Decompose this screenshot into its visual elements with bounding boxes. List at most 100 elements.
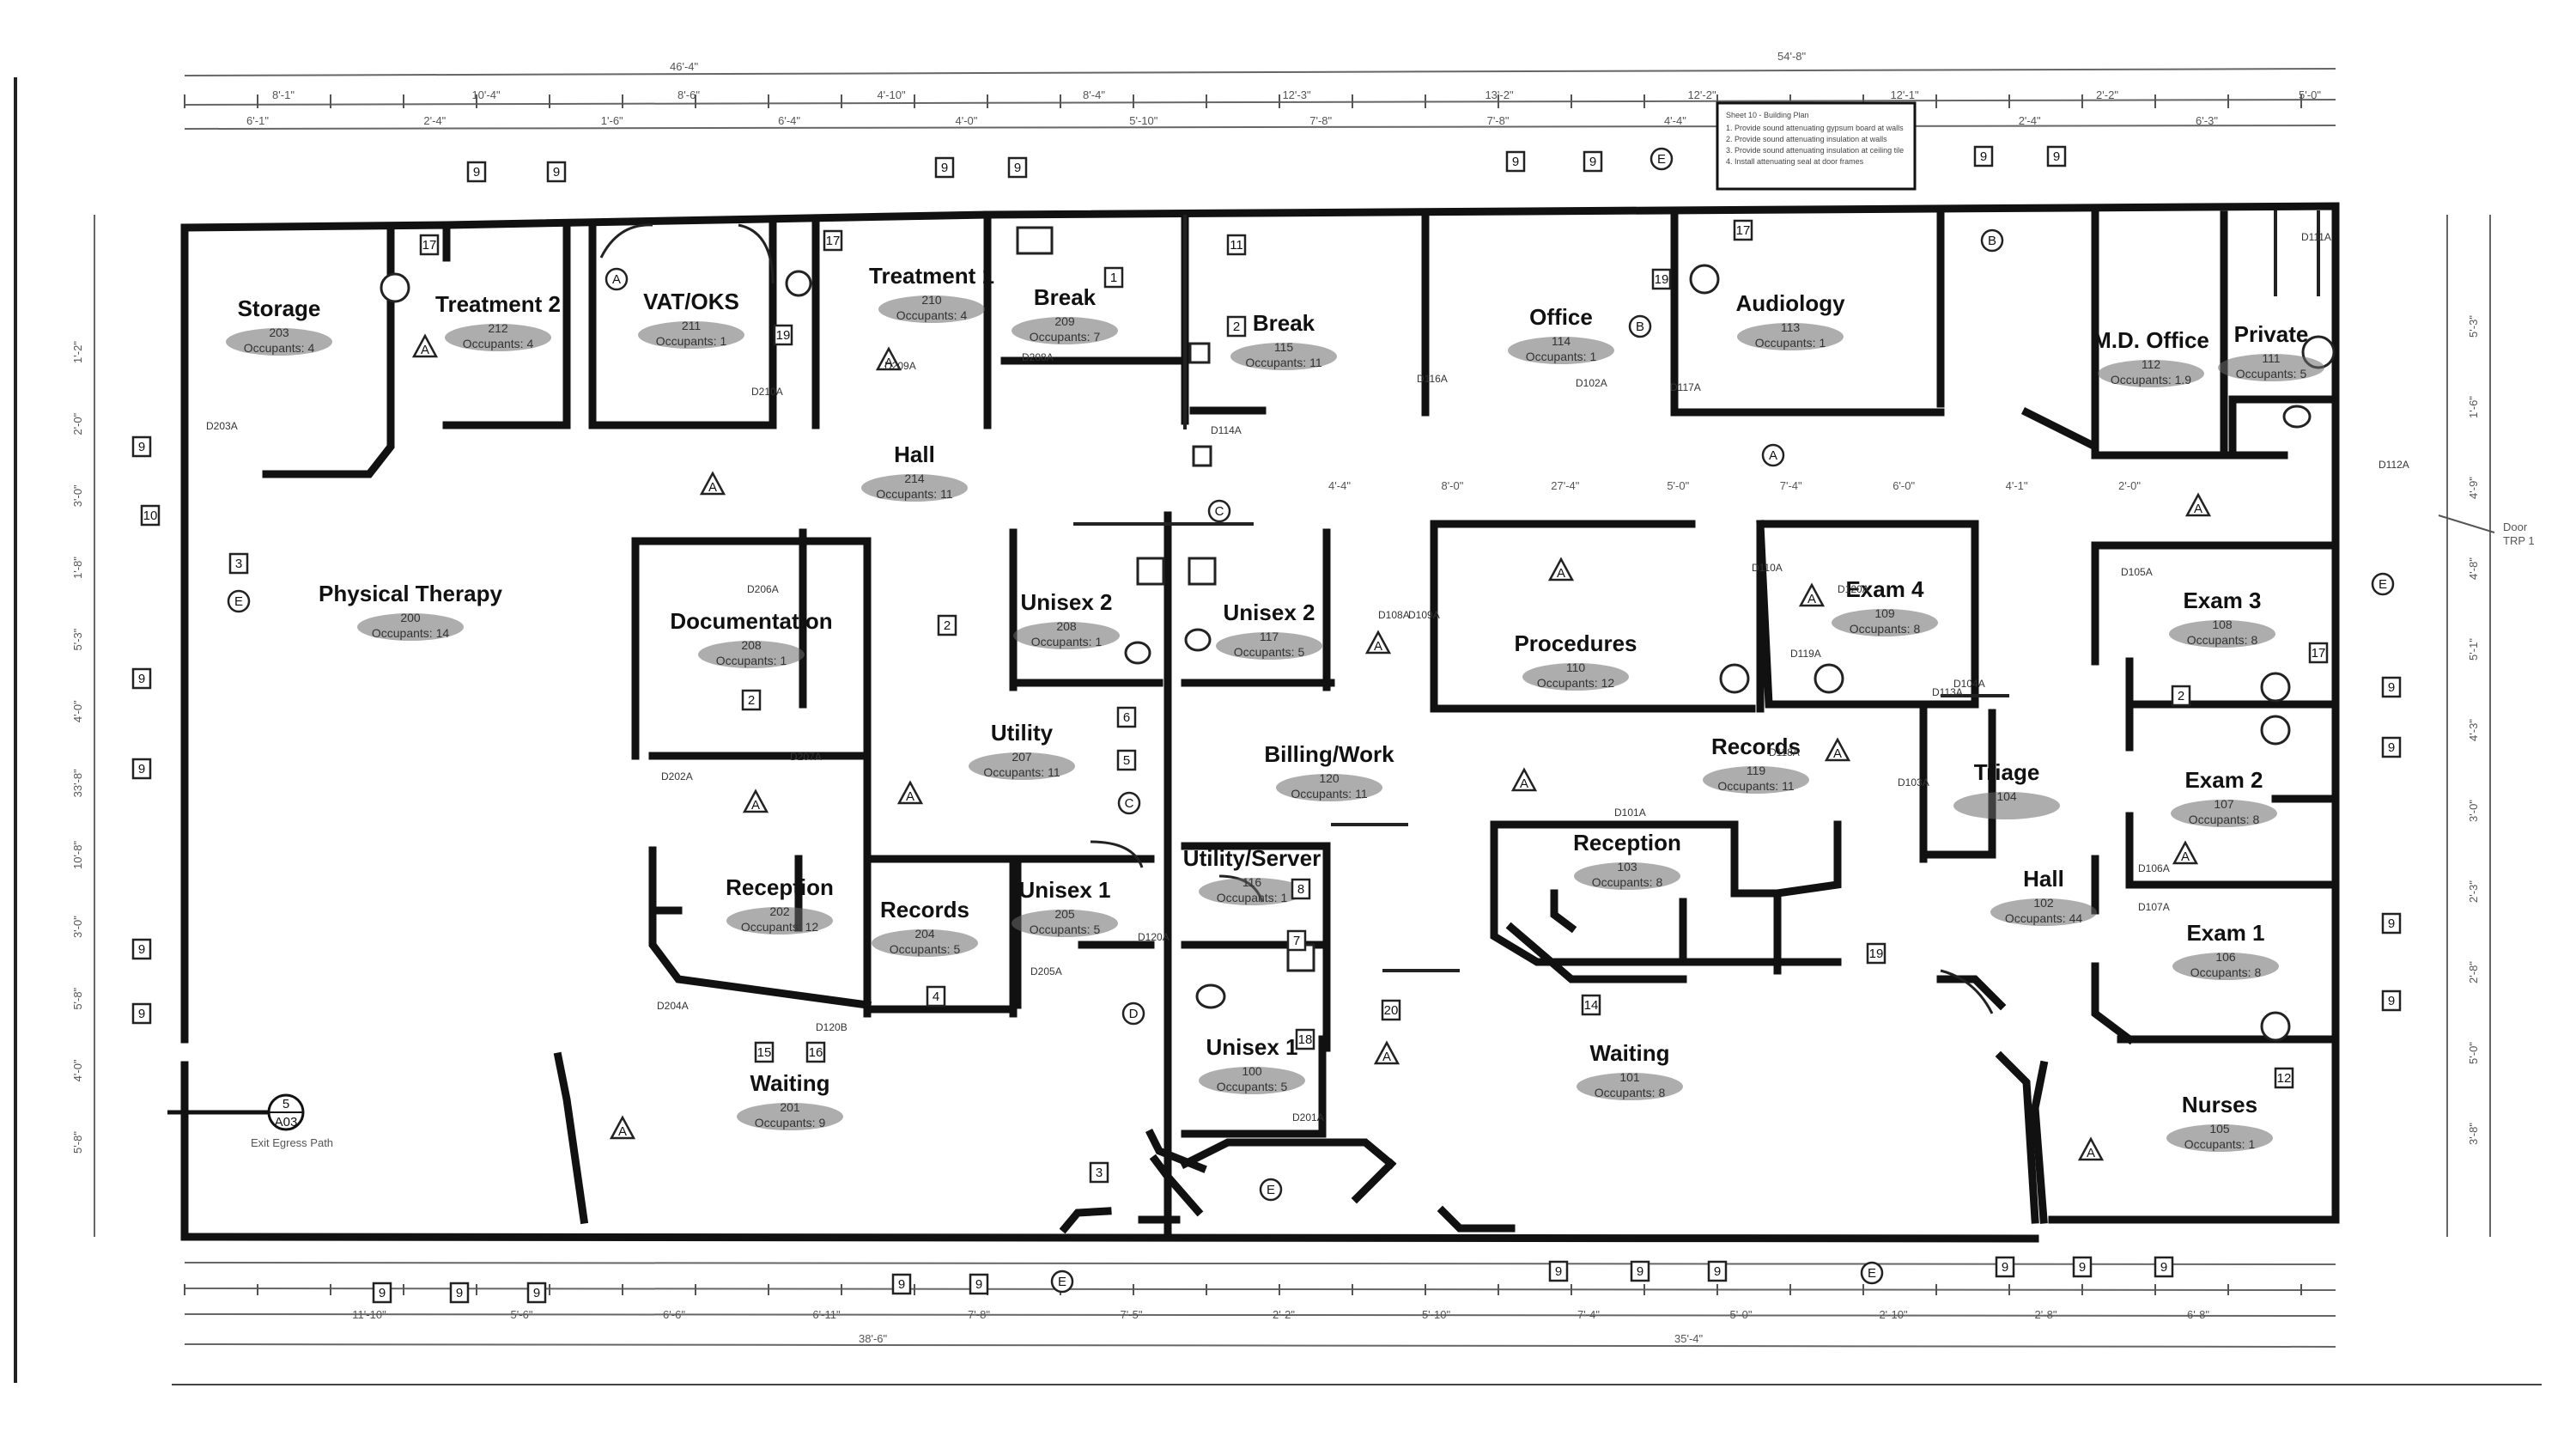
- grid-tag: D: [1121, 1002, 1145, 1026]
- wall-type-label: A: [906, 789, 914, 804]
- room-occupants: Occupants: 1: [716, 654, 787, 667]
- top-dimension: 1'-6": [601, 114, 623, 127]
- detail-tag: 6: [1116, 706, 1137, 728]
- left-dimension: 5'-8": [71, 987, 84, 1009]
- door-label: D120B: [816, 1021, 848, 1033]
- detail-tag-label: 4: [933, 989, 939, 1004]
- wall-type-tag: A: [609, 1115, 636, 1140]
- door-label: D102A: [1576, 377, 1607, 389]
- general-notes: Sheet 10 - Building Plan 1. Provide soun…: [1716, 101, 1917, 191]
- room-name: Utility/Server: [1183, 845, 1321, 871]
- detail-tag: 9: [1505, 150, 1526, 173]
- room-name: Exam 1: [2186, 920, 2264, 946]
- door-label: D120A: [1138, 931, 1170, 943]
- room-number: 209: [1054, 314, 1075, 328]
- room-name: M.D. Office: [2093, 327, 2209, 353]
- room-occupants: Occupants: 1.9: [2111, 373, 2191, 387]
- smudge: [1522, 663, 1629, 691]
- wall-type-tag: A: [1824, 737, 1851, 762]
- detail-tag: 9: [1995, 1256, 2015, 1278]
- smudge: [2098, 360, 2204, 387]
- grid-tag-label: C: [1215, 504, 1224, 519]
- grid-tag-label: B: [1636, 320, 1644, 334]
- room-name: Unisex 2: [1021, 589, 1113, 615]
- grid-tag: C: [1207, 499, 1231, 523]
- grid-tag-label: E: [2379, 577, 2387, 592]
- detail-tag-label: 9: [941, 161, 948, 175]
- detail-tag: 9: [934, 156, 955, 179]
- smudge: [1703, 766, 1809, 794]
- bottom-dimension: 5'-10": [1422, 1308, 1451, 1321]
- detail-tag: 5: [1116, 749, 1137, 771]
- grid-tag: A: [605, 267, 629, 291]
- bottom-dimension: 5'-6": [511, 1308, 533, 1321]
- detail-tag: 2: [1226, 315, 1247, 338]
- left-dimension: 5'-8": [71, 1131, 84, 1154]
- smudge: [1230, 343, 1337, 370]
- detail-tag-label: 9: [1014, 161, 1021, 175]
- room-occupants: Occupants: 5: [1217, 1080, 1288, 1093]
- smudge: [737, 1103, 843, 1130]
- door-label: D110A: [1752, 562, 1783, 574]
- room-occupants: Occupants: 4: [896, 308, 968, 322]
- detail-tag-label: 19: [776, 328, 791, 343]
- room-name: VAT/OKS: [643, 289, 739, 314]
- wall-type-tag: A: [1510, 767, 1538, 792]
- section-sheet: A03: [275, 1115, 298, 1129]
- room-occupants: Occupants: 44: [2005, 911, 2082, 925]
- room-number: 112: [2142, 357, 2161, 371]
- mid-dimension: 7'-4": [1780, 479, 1802, 492]
- top-dimension: 8'-4": [1083, 88, 1105, 101]
- side-dimension-labels: 1'-2"2'-0"3'-0"1'-8"5'-3"4'-0"33'-8"10'-…: [71, 315, 2480, 1154]
- detail-tag: 9: [1973, 145, 1994, 167]
- top-dimension: 4'-10": [877, 88, 906, 101]
- smudge: [1013, 622, 1120, 649]
- bottom-dimension: 6'-8": [2187, 1308, 2209, 1321]
- top-dimension: 13'-2": [1485, 88, 1514, 101]
- room-name: Exam 3: [2183, 588, 2261, 613]
- door-label: D205A: [1030, 965, 1062, 977]
- detail-tag: 9: [1707, 1260, 1728, 1282]
- smudge: [1216, 632, 1322, 660]
- detail-tag: 17: [823, 229, 843, 252]
- detail-tag: 2: [741, 689, 762, 711]
- detail-tag: 9: [891, 1273, 912, 1295]
- detail-tag-label: 2: [2178, 689, 2184, 703]
- detail-tag-label: 8: [1297, 882, 1304, 897]
- detail-tag: 18: [1295, 1028, 1315, 1050]
- room-number: 102: [2033, 896, 2054, 910]
- door-label: D118A: [1769, 746, 1800, 758]
- left-dimension: 10'-8": [71, 841, 84, 870]
- wall-type-tag: A: [2077, 1136, 2105, 1161]
- detail-tag: 4: [926, 985, 946, 1008]
- detail-tag: 9: [131, 938, 152, 960]
- grid-tag-label: E: [1058, 1275, 1066, 1289]
- top-dimension: 2'-4": [423, 114, 446, 127]
- wall-type-label: A: [2087, 1146, 2095, 1160]
- grid-tag-label: A: [1769, 448, 1777, 463]
- detail-tag-label: 9: [1714, 1264, 1721, 1279]
- top-dimension: 6'-1": [246, 114, 269, 127]
- room-occupants: Occupants: 8: [1595, 1086, 1666, 1099]
- door-label: D113A: [1932, 686, 1963, 698]
- room-name: Nurses: [2182, 1092, 2257, 1117]
- wall-type-tag: A: [1373, 1040, 1400, 1065]
- bottom-dimension: 2'-10": [1879, 1308, 1908, 1321]
- bottom-dimension: 6'-6": [663, 1308, 685, 1321]
- detail-tag-label: 17: [2312, 646, 2326, 661]
- door-label: D105A: [2121, 566, 2153, 578]
- smudge: [2169, 620, 2275, 648]
- detail-tag-label: 16: [809, 1045, 823, 1060]
- grid-tag-label: C: [1125, 796, 1134, 811]
